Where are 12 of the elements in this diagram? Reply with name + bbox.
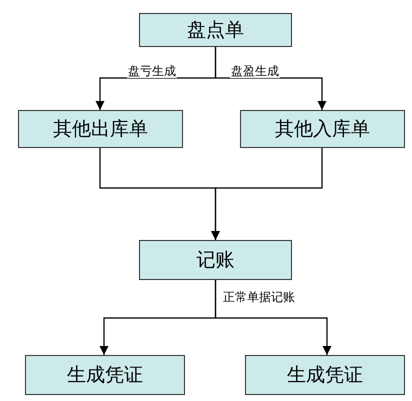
- edge-label: 正常单据记账: [222, 290, 296, 304]
- process-box: 其他出库单: [18, 110, 183, 148]
- edge-label: 盘亏生成: [127, 64, 177, 78]
- process-box: 盘点单: [139, 13, 292, 47]
- process-box: 其他入库单: [240, 110, 405, 148]
- arrow: [214, 280, 332, 355]
- process-box: 生成凭证: [245, 355, 405, 395]
- process-box: 记账: [139, 240, 292, 280]
- arrow: [211, 148, 323, 240]
- edge-label: 盘盈生成: [230, 64, 280, 78]
- process-box: 生成凭证: [25, 355, 185, 395]
- arrow: [214, 47, 326, 110]
